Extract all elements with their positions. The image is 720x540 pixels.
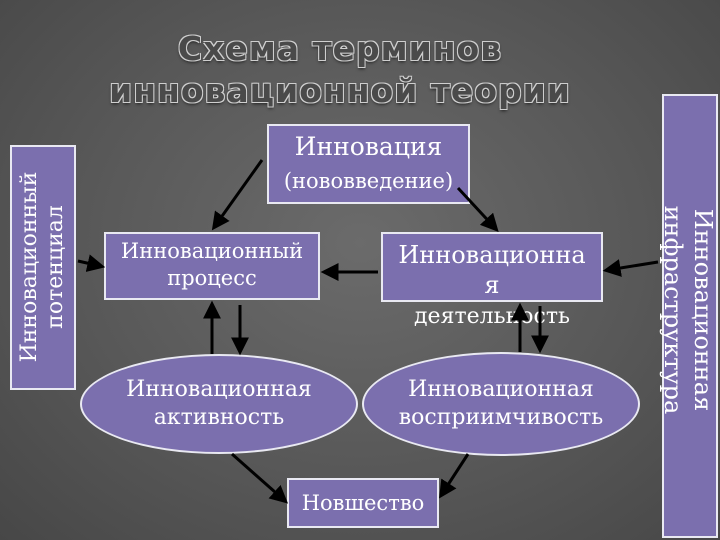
node-process-line1: Инновационный xyxy=(120,239,304,263)
arrow-potential-to-process xyxy=(77,254,106,272)
node-innovation-process: Инновационный процесс xyxy=(104,232,320,300)
node-innovation-activity: Инновационна я деятельность xyxy=(381,232,603,329)
node-activity-line1: Инновационна xyxy=(398,241,586,269)
node-activity-line2: я xyxy=(484,271,500,299)
node-innovation: Инновация (нововведение) xyxy=(267,124,470,204)
arrow-activeness-to-novelty xyxy=(231,452,289,504)
node-receptivity-line2: восприимчивость xyxy=(398,405,604,430)
page-title: Схема терминов инновационной теории xyxy=(109,29,571,110)
node-novelty-label: Новшество xyxy=(301,491,425,515)
node-process-line2: процесс xyxy=(167,266,257,290)
node-receptivity-line1: Инновационная xyxy=(408,377,594,402)
node-activeness-line1: Инновационная xyxy=(126,377,312,402)
node-innovation-line1: Инновация xyxy=(294,132,443,161)
node-innovation-activeness: Инновационная активность xyxy=(80,354,358,454)
arrow-innovation-to-activity xyxy=(456,186,499,232)
node-novelty: Новшество xyxy=(287,478,439,528)
node-activeness-line2: активность xyxy=(153,405,285,430)
arrow-innovation-to-process xyxy=(211,159,264,231)
arrow-infrastructure-to-activity xyxy=(602,259,659,277)
node-innovation-receptivity: Инновационная восприимчивость xyxy=(362,352,640,456)
node-innovation-potential xyxy=(10,145,76,390)
node-innovation-line2: (нововведение) xyxy=(283,169,454,193)
node-innovation-infrastructure xyxy=(662,94,718,538)
node-activity-line3: деятельность xyxy=(414,304,570,329)
arrow-receptivity-to-novelty xyxy=(439,453,470,499)
